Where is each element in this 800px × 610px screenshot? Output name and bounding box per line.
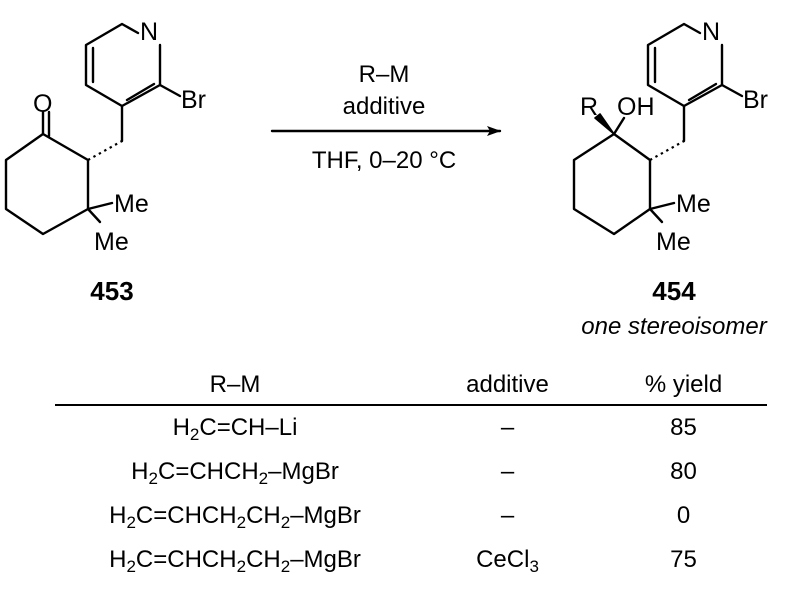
table-row: H2C=CHCH2CH2–MgBr–0 <box>55 494 767 538</box>
product-structure: R OH N Br Me Me <box>572 18 768 256</box>
hydroxyl-label: OH <box>617 93 655 121</box>
pyridine-double-bond-2 <box>125 82 156 102</box>
formula-segment: – <box>500 502 515 529</box>
oxygen-label: O <box>33 90 52 118</box>
yield-cell: 80 <box>670 458 697 485</box>
c-br-bond <box>720 83 744 98</box>
formula-segment: C=CHCH <box>157 458 259 485</box>
formula-segment: H <box>109 502 127 529</box>
header-yield: % yield <box>600 366 767 406</box>
pyridine-ring-2 <box>682 43 724 108</box>
additive-cell: CeCl3 <box>415 538 600 582</box>
additive-cell: – <box>415 450 600 494</box>
compound-453-label: 453 <box>90 276 133 306</box>
formula-segment: –MgBr <box>290 546 361 573</box>
reagent-label: R–M <box>359 61 410 88</box>
reagent-cell: H2C=CH–Li <box>55 405 415 450</box>
subscript: 2 <box>126 557 136 576</box>
subscript: 3 <box>529 557 539 576</box>
subscript: 2 <box>189 425 200 444</box>
nitrogen-label: N <box>140 18 158 46</box>
formula-segment: –MgBr <box>268 458 339 485</box>
header-additive: additive <box>415 366 600 406</box>
c-br-bond <box>158 83 182 98</box>
formula-segment: CeCl <box>476 546 530 573</box>
methyl-bond-2 <box>86 207 102 224</box>
bromine-label: Br <box>743 86 768 114</box>
methyl-label-2: Me <box>94 228 129 256</box>
pyridine-ring <box>84 22 140 108</box>
nitrogen-label: N <box>702 18 720 46</box>
reagent-cell: H2C=CHCH2CH2–MgBr <box>55 494 415 538</box>
header-rm: R–M <box>55 366 415 406</box>
reagent-cell: H2C=CHCH2CH2–MgBr <box>55 538 415 582</box>
table-header-row: R–M additive % yield <box>55 366 767 406</box>
formula-segment: – <box>500 458 515 485</box>
subscript: 2 <box>126 513 136 532</box>
hashed-bond <box>649 140 685 161</box>
formula-segment: –MgBr <box>290 502 361 529</box>
reagent-cell: H2C=CHCH2–MgBr <box>55 450 415 494</box>
c-oh-bond <box>612 116 626 136</box>
subscript: 2 <box>236 513 247 532</box>
formula-segment: C=CHCH <box>135 546 237 573</box>
formula-segment: CH <box>246 502 281 529</box>
additive-label: additive <box>343 93 426 120</box>
subscript: 2 <box>148 469 158 488</box>
formula-segment: – <box>500 414 515 441</box>
pyridine-ring <box>646 22 702 108</box>
methyl-label: Me <box>114 190 149 218</box>
reaction-scheme: O N Br Me Me 453 R–M additive THF, 0–20 … <box>4 18 768 340</box>
r-group-label: R <box>580 93 598 121</box>
subscript: 2 <box>280 557 291 576</box>
cyclohexanone-ring <box>4 132 90 236</box>
methyl-bond <box>648 201 676 211</box>
formula-segment: H <box>109 546 127 573</box>
starting-material-structure: O N Br Me Me <box>4 18 206 256</box>
yield-cell: 85 <box>670 414 697 441</box>
additive-cell: – <box>415 405 600 450</box>
subscript: 2 <box>258 469 269 488</box>
cyclohexane-ring <box>572 132 652 236</box>
hashed-bond <box>87 140 123 161</box>
yield-cell: 75 <box>670 546 697 573</box>
formula-segment: C=CH–Li <box>199 414 298 441</box>
table-row: H2C=CH–Li – 85 <box>55 405 767 450</box>
formula-segment: H <box>172 414 190 441</box>
compound-454-label: 454 <box>652 276 696 306</box>
wedge-bond <box>594 113 615 135</box>
subscript: 2 <box>236 557 247 576</box>
methyl-bond-2 <box>648 207 664 224</box>
pyridine-double-bond-2 <box>687 82 718 102</box>
solvent-temperature-label: THF, 0–20 °C <box>312 147 456 174</box>
formula-segment: C=CHCH <box>135 502 237 529</box>
pyridine-ring-2 <box>120 43 162 108</box>
additive-cell: – <box>415 494 600 538</box>
subscript: 2 <box>280 513 291 532</box>
methyl-bond <box>86 201 114 211</box>
stereo-note: one stereoisomer <box>581 313 767 340</box>
formula-segment: H <box>131 458 149 485</box>
table-row: H2C=CHCH2–MgBr–80 <box>55 450 767 494</box>
bromine-label: Br <box>181 86 206 114</box>
formula-segment: CH <box>246 546 281 573</box>
yield-cell: 0 <box>676 502 691 529</box>
methyl-label: Me <box>676 190 711 218</box>
methyl-label-2: Me <box>656 228 691 256</box>
